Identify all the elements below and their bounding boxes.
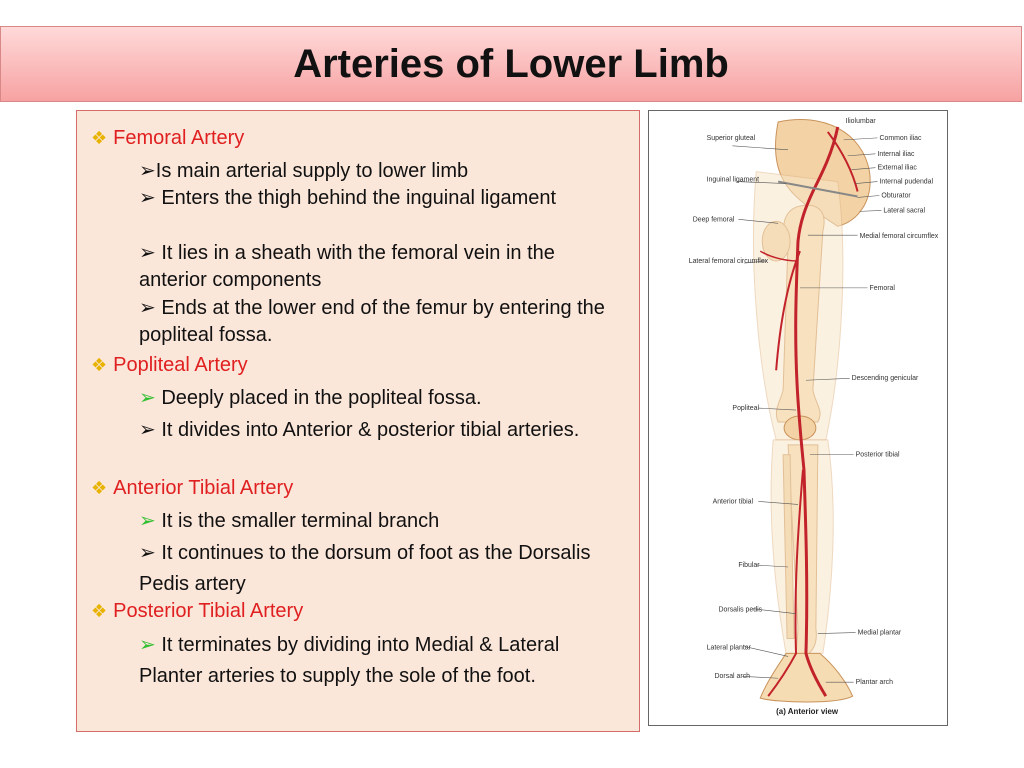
section-heading-anterior-tibial: ❖ Anterior Tibial Artery — [91, 477, 294, 499]
label-lateral-sacral: Lateral sacral — [883, 207, 925, 214]
list-item: ➢ Ends at the lower end of the femur by … — [139, 297, 605, 346]
section-heading-popliteal: ❖ Popliteal Artery — [91, 354, 248, 376]
arrow-bullet-icon: ➢ — [139, 242, 162, 264]
arrow-bullet-icon: ➢ — [139, 160, 156, 182]
page-title: Arteries of Lower Limb — [293, 41, 729, 86]
diamond-bullet-icon: ❖ — [91, 478, 108, 498]
left-labels: Superior gluteal Inguinal ligament Deep … — [689, 135, 769, 680]
list-item: ➢ Deeply placed in the popliteal fossa. — [139, 387, 482, 409]
arrow-bullet-icon: ➢ — [139, 387, 162, 409]
label-plantar-arch: Plantar arch — [856, 679, 894, 686]
figure-caption: (a) Anterior view — [776, 707, 839, 716]
list-item: ➢ Enters the thigh behind the inguinal l… — [139, 187, 557, 209]
section-heading-femoral: ❖ Femoral Artery — [91, 127, 245, 149]
list-item: ➢ It lies in a sheath with the femoral v… — [139, 242, 555, 291]
inguinal-ligament-probe — [777, 180, 858, 198]
label-inguinal-ligament: Inguinal ligament — [707, 177, 760, 184]
label-external-iliac: External iliac — [877, 165, 917, 172]
label-dorsal-arch: Dorsal arch — [715, 673, 751, 680]
label-iliolumbar: Iliolumbar — [846, 118, 877, 125]
list-item: ➢ It divides into Anterior & posterior t… — [139, 419, 580, 441]
label-superior-gluteal: Superior gluteal — [707, 135, 756, 142]
iliac-artery — [827, 131, 859, 192]
arrow-bullet-icon: ➢ — [139, 542, 162, 564]
diamond-bullet-icon: ❖ — [91, 355, 108, 375]
list-item: ➢ It continues to the dorsum of foot as … — [139, 542, 591, 595]
label-dorsalis-pedis: Dorsalis pedis — [719, 607, 763, 614]
label-common-iliac: Common iliac — [879, 135, 922, 142]
anatomy-figure: Superior gluteal Inguinal ligament Deep … — [648, 110, 948, 726]
label-internal-pudendal: Internal pudendal — [879, 179, 933, 186]
label-posterior-tibial: Posterior tibial — [856, 452, 900, 459]
leg-outline — [770, 439, 834, 654]
content-panel: ❖ Femoral Artery ➢Is main arterial suppl… — [76, 110, 640, 732]
anterior-tibial-artery — [767, 469, 804, 697]
label-anterior-tibial: Anterior tibial — [713, 498, 754, 505]
label-lateral-femoral-circumflex: Lateral femoral circumflex — [689, 258, 769, 265]
diamond-bullet-icon: ❖ — [91, 601, 108, 621]
list-item: ➢ It terminates by dividing into Medial … — [139, 634, 560, 687]
diamond-bullet-icon: ❖ — [91, 128, 108, 148]
arrow-bullet-icon: ➢ — [139, 187, 162, 209]
label-femoral: Femoral — [870, 285, 896, 292]
leader-lines — [732, 137, 882, 683]
label-lateral-plantar: Lateral plantar — [707, 644, 752, 651]
arrow-bullet-icon: ➢ — [139, 297, 162, 319]
label-obturator: Obturator — [881, 192, 911, 199]
section-heading-posterior-tibial: ❖ Posterior Tibial Artery — [91, 600, 304, 622]
right-labels: Iliolumbar Common iliac Internal iliac E… — [846, 118, 939, 686]
label-deep-femoral: Deep femoral — [693, 216, 735, 223]
main-artery-path — [794, 126, 840, 697]
arrow-bullet-icon: ➢ — [139, 419, 162, 441]
list-item: ➢ It is the smaller terminal branch — [139, 510, 440, 532]
label-medial-femoral-circumflex: Medial femoral circumflex — [860, 233, 939, 240]
label-descending-genicular: Descending genicular — [852, 375, 919, 382]
title-banner: Arteries of Lower Limb — [0, 26, 1022, 102]
label-fibular: Fibular — [738, 562, 760, 569]
circumflex-artery — [759, 250, 799, 262]
arrow-bullet-icon: ➢ — [139, 510, 162, 532]
label-medial-plantar: Medial plantar — [858, 630, 902, 637]
label-popliteal: Popliteal — [732, 405, 759, 412]
list-item: ➢Is main arterial supply to lower limb — [139, 160, 469, 182]
foot-bone — [759, 652, 854, 703]
label-internal-iliac: Internal iliac — [877, 151, 915, 158]
leg-arteries-illustration: Superior gluteal Inguinal ligament Deep … — [689, 118, 939, 716]
arrow-bullet-icon: ➢ — [139, 634, 162, 656]
